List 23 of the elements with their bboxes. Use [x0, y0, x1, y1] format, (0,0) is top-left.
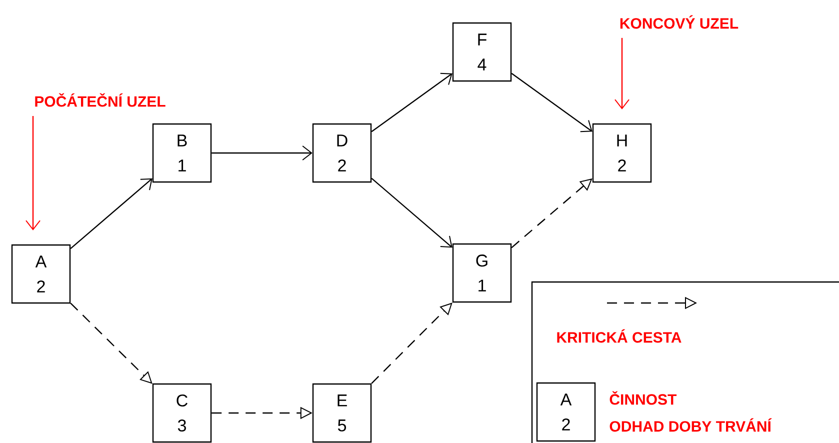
- legend-text: ODHAD DOBY TRVÁNÍ: [610, 418, 772, 432]
- activity-box: G 1: [452, 243, 512, 303]
- activity-box: A 2: [11, 244, 71, 304]
- node-label: POČÁTEČNÍ UZEL: [35, 93, 166, 107]
- arrow: [371, 178, 452, 248]
- activity-box: D 2: [312, 123, 372, 183]
- dashed-arrow: [70, 302, 152, 384]
- dashed-arrow: [371, 302, 452, 384]
- leader-arrow: [26, 116, 40, 230]
- legend-text: ČINNOST: [610, 391, 677, 405]
- activity-box: C 3: [152, 383, 212, 443]
- legend-text: KRITICKÁ CESTA: [557, 329, 682, 343]
- arrow: [511, 72, 592, 132]
- arrow: [212, 146, 312, 160]
- activity-box: E 5: [312, 383, 372, 443]
- arrow: [371, 72, 452, 132]
- activity-box: H 2: [592, 123, 652, 183]
- leader-arrow: [614, 38, 630, 110]
- activity-box: A 2: [536, 382, 596, 442]
- node-label: KONCOVÝ UZEL: [620, 15, 738, 29]
- activity-box: B 1: [152, 123, 212, 183]
- activity-box: F 4: [452, 22, 512, 82]
- arrow: [70, 178, 152, 250]
